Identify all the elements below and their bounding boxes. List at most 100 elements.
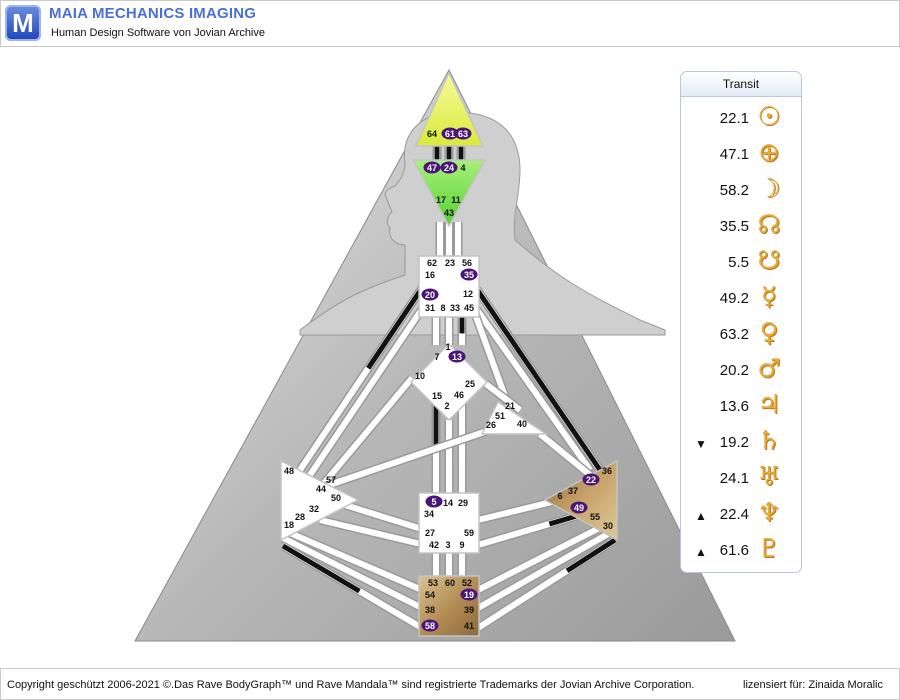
gate-64: 64 xyxy=(427,129,437,139)
maia-logo-icon: M xyxy=(5,5,41,41)
head-silhouette xyxy=(299,111,666,336)
gate-27: 27 xyxy=(425,528,435,538)
gate-49: 49 xyxy=(574,503,584,513)
transit-value: 22.1 xyxy=(719,110,749,127)
gate-highlight xyxy=(441,127,459,140)
gate-highlight xyxy=(440,161,458,174)
ajna-center[interactable] xyxy=(411,159,487,228)
gate-highlight xyxy=(423,161,441,174)
venus-icon: ♀ xyxy=(759,318,779,348)
gate-7: 7 xyxy=(434,352,439,362)
gate-highlight xyxy=(460,588,478,601)
transit-value: 13.6 xyxy=(719,398,749,415)
gate-16: 16 xyxy=(425,270,435,280)
spleen-center[interactable] xyxy=(280,459,360,542)
footer: Copyright geschützt 2006-2021 ©.Das Rave… xyxy=(0,668,900,700)
throat-center[interactable] xyxy=(418,255,480,318)
gate-51: 51 xyxy=(495,411,505,421)
transit-title: Transit xyxy=(681,72,801,97)
gate-46: 46 xyxy=(454,390,464,400)
channel xyxy=(299,427,491,498)
gate-8: 8 xyxy=(440,303,445,313)
g-center[interactable] xyxy=(409,342,489,422)
saturn-icon: ♄ xyxy=(757,426,781,456)
transit-row: 35.5☊ xyxy=(681,210,801,248)
channel xyxy=(477,497,561,523)
gate-42: 42 xyxy=(429,540,439,550)
gate-60: 60 xyxy=(445,578,455,588)
channel xyxy=(281,535,424,611)
channel-activation xyxy=(471,283,603,472)
neptune-icon: ♆ xyxy=(757,498,781,528)
channel xyxy=(538,431,592,478)
gate-19: 19 xyxy=(464,590,474,600)
gate-40: 40 xyxy=(517,419,527,429)
gate-highlight xyxy=(425,495,443,508)
pluto-icon: ♇ xyxy=(757,534,781,564)
gate-13: 13 xyxy=(452,352,462,362)
gate-52: 52 xyxy=(462,578,472,588)
gate-highlight xyxy=(421,619,439,632)
transit-row: 20.2♂ xyxy=(681,354,801,392)
gate-28: 28 xyxy=(295,512,305,522)
gate-41: 41 xyxy=(464,621,474,631)
app-title: MAIA MECHANICS IMAGING xyxy=(49,5,257,22)
gate-highlight xyxy=(448,350,466,363)
gate-22: 22 xyxy=(586,475,596,485)
transit-row: 24.1 ♅ xyxy=(681,462,801,500)
gate-18: 18 xyxy=(284,520,294,530)
transit-row: 49.2☿ xyxy=(681,282,801,320)
retrograde-arrow-icon: ▲ xyxy=(695,545,707,559)
transit-row: 13.6♃ xyxy=(681,390,801,428)
gate-53: 53 xyxy=(428,578,438,588)
gate-32: 32 xyxy=(309,504,319,514)
heart-center[interactable] xyxy=(480,400,549,435)
gate-highlight xyxy=(582,473,600,486)
transit-row: 58.2 ☽ xyxy=(681,174,801,212)
channel xyxy=(319,517,426,548)
gate-12: 12 xyxy=(463,289,473,299)
transit-row: 5.5☋ xyxy=(681,246,801,284)
mercury-icon: ☿ xyxy=(761,282,777,312)
mars-icon: ♂ xyxy=(757,354,781,384)
transit-value: 24.1 xyxy=(719,470,749,487)
retrograde-arrow-icon: ▲ xyxy=(695,509,707,523)
transit-row: ▲22.4♆ xyxy=(681,498,801,536)
sun-icon: ☉ xyxy=(757,102,781,132)
north-node-icon: ☊ xyxy=(757,210,781,240)
uranus-icon: ♅ xyxy=(757,462,781,492)
gate-highlight xyxy=(454,127,472,140)
gate-50: 50 xyxy=(331,493,341,503)
head-center[interactable] xyxy=(414,71,485,147)
gate-20: 20 xyxy=(425,290,435,300)
gate-36: 36 xyxy=(602,466,612,476)
app-header: M MAIA MECHANICS IMAGING Human Design So… xyxy=(0,0,900,47)
channel-activation xyxy=(565,537,617,573)
moon-icon: ☽ xyxy=(757,174,781,204)
gate-21: 21 xyxy=(505,401,515,411)
channel xyxy=(484,381,522,413)
gate-24: 24 xyxy=(444,163,454,173)
gate-35: 35 xyxy=(464,270,474,280)
channel xyxy=(467,298,593,472)
gate-47: 47 xyxy=(427,163,437,173)
retrograde-arrow-icon: ▼ xyxy=(695,437,707,451)
gate-59: 59 xyxy=(464,528,474,538)
transit-row: ▼19.2♄ xyxy=(681,426,801,464)
gate-4: 4 xyxy=(460,163,465,173)
transit-value: 58.2 xyxy=(719,182,749,199)
transit-value: 61.6 xyxy=(719,542,749,559)
copyright-text: Copyright geschützt 2006-2021 ©.Das Rave… xyxy=(7,679,695,691)
gate-31: 31 xyxy=(425,303,435,313)
gate-37: 37 xyxy=(568,486,578,496)
transit-value: 63.2 xyxy=(719,326,749,343)
gate-29: 29 xyxy=(458,498,468,508)
channel xyxy=(344,502,426,533)
gate-6: 6 xyxy=(557,491,562,501)
gate-11: 11 xyxy=(451,195,461,205)
gate-48: 48 xyxy=(284,466,294,476)
gate-63: 63 xyxy=(458,129,468,139)
gate-39: 39 xyxy=(464,605,474,615)
channel xyxy=(281,527,424,593)
